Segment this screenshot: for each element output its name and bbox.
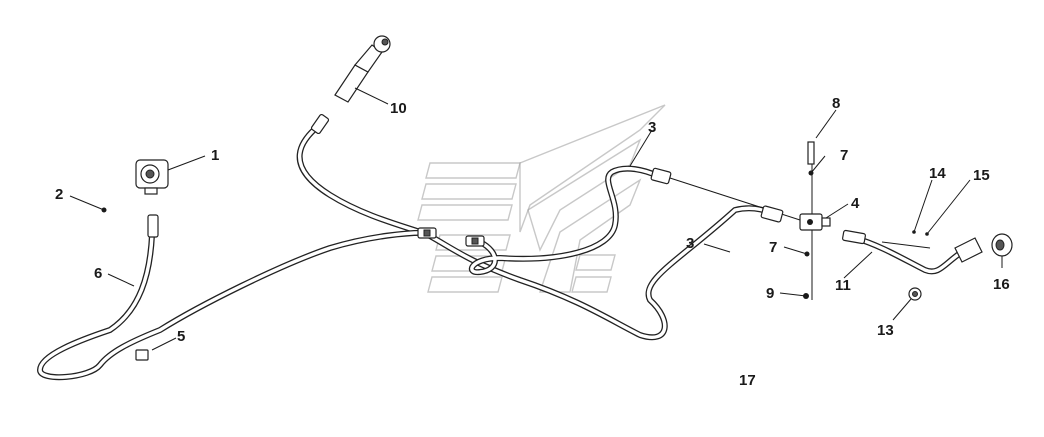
junction-block-4 bbox=[799, 213, 831, 231]
grommet-13 bbox=[908, 287, 922, 301]
connector-3-end bbox=[650, 167, 672, 185]
callout-4: 4 bbox=[851, 195, 860, 212]
camera-1 bbox=[135, 159, 169, 195]
harness-cable-10 bbox=[296, 120, 778, 341]
callout-7-upper: 7 bbox=[840, 147, 848, 164]
callout-11: 11 bbox=[835, 277, 851, 294]
plug-15 bbox=[954, 237, 983, 263]
callout-2: 2 bbox=[55, 186, 63, 203]
callout-16: 16 bbox=[993, 276, 1010, 293]
bolt-8 bbox=[807, 141, 815, 165]
callout-9: 9 bbox=[766, 285, 774, 302]
harness-cable-3-upper bbox=[468, 165, 661, 276]
brand-emblem-icon bbox=[417, 104, 666, 293]
callout-17: 17 bbox=[739, 372, 756, 389]
connector-3-lower-end bbox=[760, 205, 784, 223]
callout-3-upper: 3 bbox=[648, 119, 656, 136]
connector-cable-10-end bbox=[310, 113, 330, 135]
callout-7-lower: 7 bbox=[769, 239, 777, 256]
callout-14: 14 bbox=[929, 165, 946, 182]
connector-11-end bbox=[842, 229, 866, 245]
connector-cable-6-end bbox=[147, 214, 159, 238]
callout-3-lower: 3 bbox=[686, 235, 694, 252]
plug-assembly-10 bbox=[334, 35, 391, 103]
connector-center-a bbox=[417, 227, 437, 239]
callout-1: 1 bbox=[211, 147, 219, 164]
harness-cable-6 bbox=[37, 229, 431, 381]
harness-cable-11 bbox=[852, 235, 968, 275]
callout-13: 13 bbox=[877, 322, 894, 339]
cap-16 bbox=[991, 233, 1013, 257]
callout-6: 6 bbox=[94, 265, 102, 282]
leader-lines bbox=[69, 87, 1003, 351]
callout-10: 10 bbox=[390, 100, 407, 117]
clip-5 bbox=[135, 349, 149, 361]
callout-8: 8 bbox=[832, 95, 840, 112]
callout-5: 5 bbox=[177, 328, 185, 345]
callout-15: 15 bbox=[973, 167, 990, 184]
connector-center-b bbox=[465, 235, 485, 247]
